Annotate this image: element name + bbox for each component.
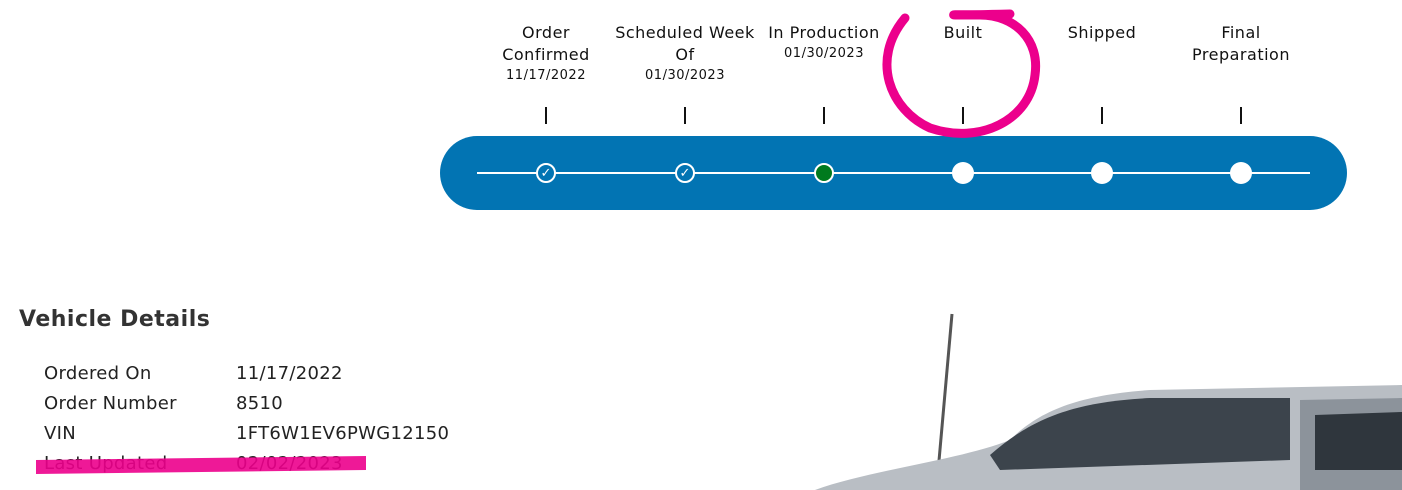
detail-row: Order Number 8510 bbox=[44, 393, 283, 414]
stage-5: Final Preparation bbox=[1171, 22, 1311, 66]
stage-label: Scheduled Week Of bbox=[615, 23, 755, 64]
detail-row: VIN 1FT6W1EV6PWG12150 bbox=[44, 423, 449, 444]
detail-label: VIN bbox=[44, 423, 76, 444]
check-glyph: ✓ bbox=[540, 165, 552, 181]
stage-date: 11/17/2022 bbox=[506, 68, 586, 83]
stage-dot bbox=[952, 162, 974, 184]
stage-tick bbox=[823, 107, 825, 124]
stage-dot bbox=[1230, 162, 1252, 184]
stage-tick bbox=[1101, 107, 1103, 124]
stage-tick bbox=[684, 107, 686, 124]
stage-4: Shipped bbox=[1032, 22, 1172, 44]
vehicle-details-title: Vehicle Details bbox=[19, 307, 211, 332]
stage-label: In Production bbox=[768, 23, 880, 42]
stage-date: 01/30/2023 bbox=[645, 68, 725, 83]
detail-label: Order Number bbox=[44, 393, 177, 414]
detail-row: Ordered On 11/17/2022 bbox=[44, 363, 342, 384]
stage-label: Order Confirmed bbox=[502, 23, 590, 64]
detail-value: 11/17/2022 bbox=[236, 363, 343, 384]
stage-0: Order Confirmed 11/17/2022 bbox=[476, 22, 616, 86]
stage-date: 01/30/2023 bbox=[784, 46, 864, 61]
stage-1: Scheduled Week Of 01/30/2023 bbox=[615, 22, 755, 86]
stage-2: In Production 01/30/2023 bbox=[754, 22, 894, 64]
detail-value: 8510 bbox=[236, 393, 284, 414]
detail-value: 1FT6W1EV6PWG12150 bbox=[236, 423, 450, 444]
stage-tick bbox=[1240, 107, 1242, 124]
stage-label: Final Preparation bbox=[1192, 23, 1290, 64]
progress-line bbox=[477, 172, 1310, 174]
check-icon: ✓ bbox=[675, 163, 695, 183]
check-icon: ✓ bbox=[536, 163, 556, 183]
stage-dot bbox=[1091, 162, 1113, 184]
check-glyph: ✓ bbox=[679, 165, 691, 181]
stage-tick bbox=[545, 107, 547, 124]
stage-label: Shipped bbox=[1067, 23, 1137, 42]
detail-label: Ordered On bbox=[44, 363, 152, 384]
stage-dot bbox=[814, 163, 834, 183]
